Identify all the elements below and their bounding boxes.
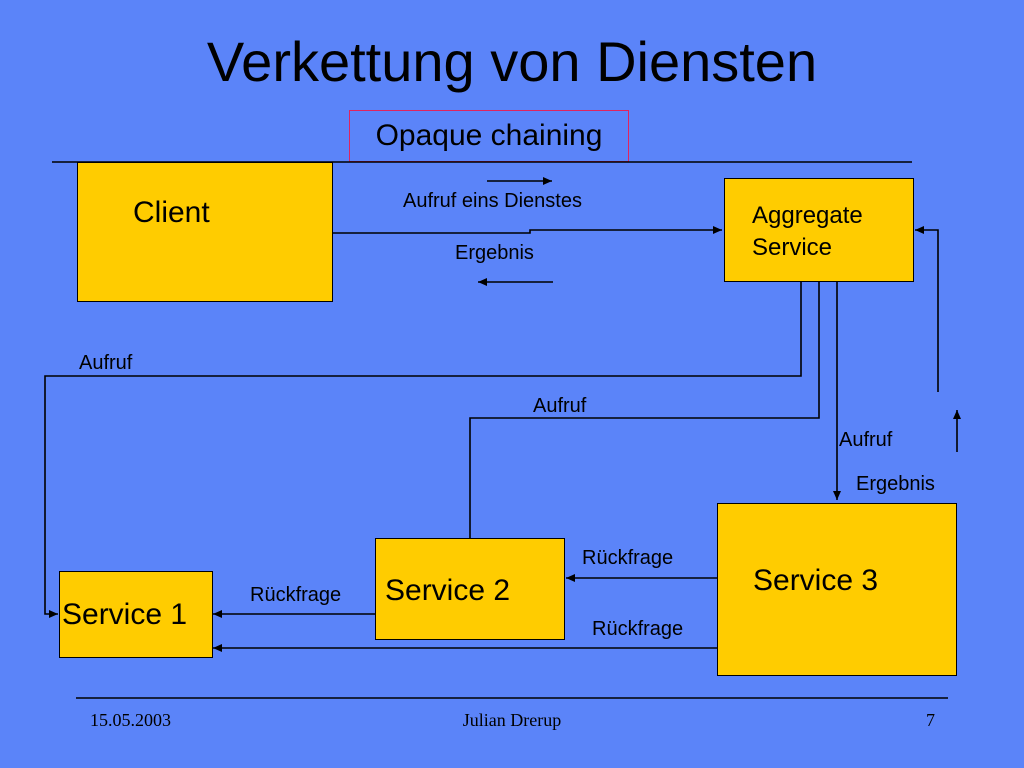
service2-label: Service 2 <box>385 574 511 607</box>
service2-box <box>375 538 565 640</box>
client-label: Client <box>133 196 210 229</box>
label-aufruf-eins-dienstes: Aufruf eins Dienstes <box>403 190 582 212</box>
service1-box <box>59 571 213 658</box>
service3-box <box>717 503 957 676</box>
footer-author: Julian Drerup <box>462 710 562 730</box>
aggregate-label-line1: Aggregate <box>752 202 863 229</box>
footer-date: 15.05.2003 <box>90 710 171 730</box>
label-ergebnis-service3: Ergebnis <box>856 473 935 495</box>
client-box <box>77 162 333 302</box>
label-aufruf-service3: Aufruf <box>839 429 893 451</box>
arrow-service3-aggregate <box>915 226 939 392</box>
page-title: Verkettung von Diensten <box>206 30 818 93</box>
service1-label: Service 1 <box>62 598 188 631</box>
line-aggregate-service2 <box>469 282 820 538</box>
arrow-aggregate-service1 <box>44 282 802 618</box>
label-ergebnis-top: Ergebnis <box>455 242 534 264</box>
subtitle: Opaque chaining <box>349 110 629 162</box>
label-aufruf-service2: Aufruf <box>533 395 587 417</box>
service3-label: Service 3 <box>753 564 879 597</box>
aggregate-service-box <box>724 178 914 282</box>
aggregate-label-line2: Service <box>752 234 833 261</box>
label-rueckfrage-s2-s1: Rückfrage <box>250 584 342 606</box>
footer-page-number: 7 <box>926 710 935 730</box>
label-rueckfrage-s3-s1: Rückfrage <box>592 618 684 640</box>
label-aufruf-service1: Aufruf <box>79 352 133 374</box>
arrow-client-aggregate <box>323 226 722 237</box>
label-rueckfrage-s3-s2: Rückfrage <box>582 547 674 569</box>
